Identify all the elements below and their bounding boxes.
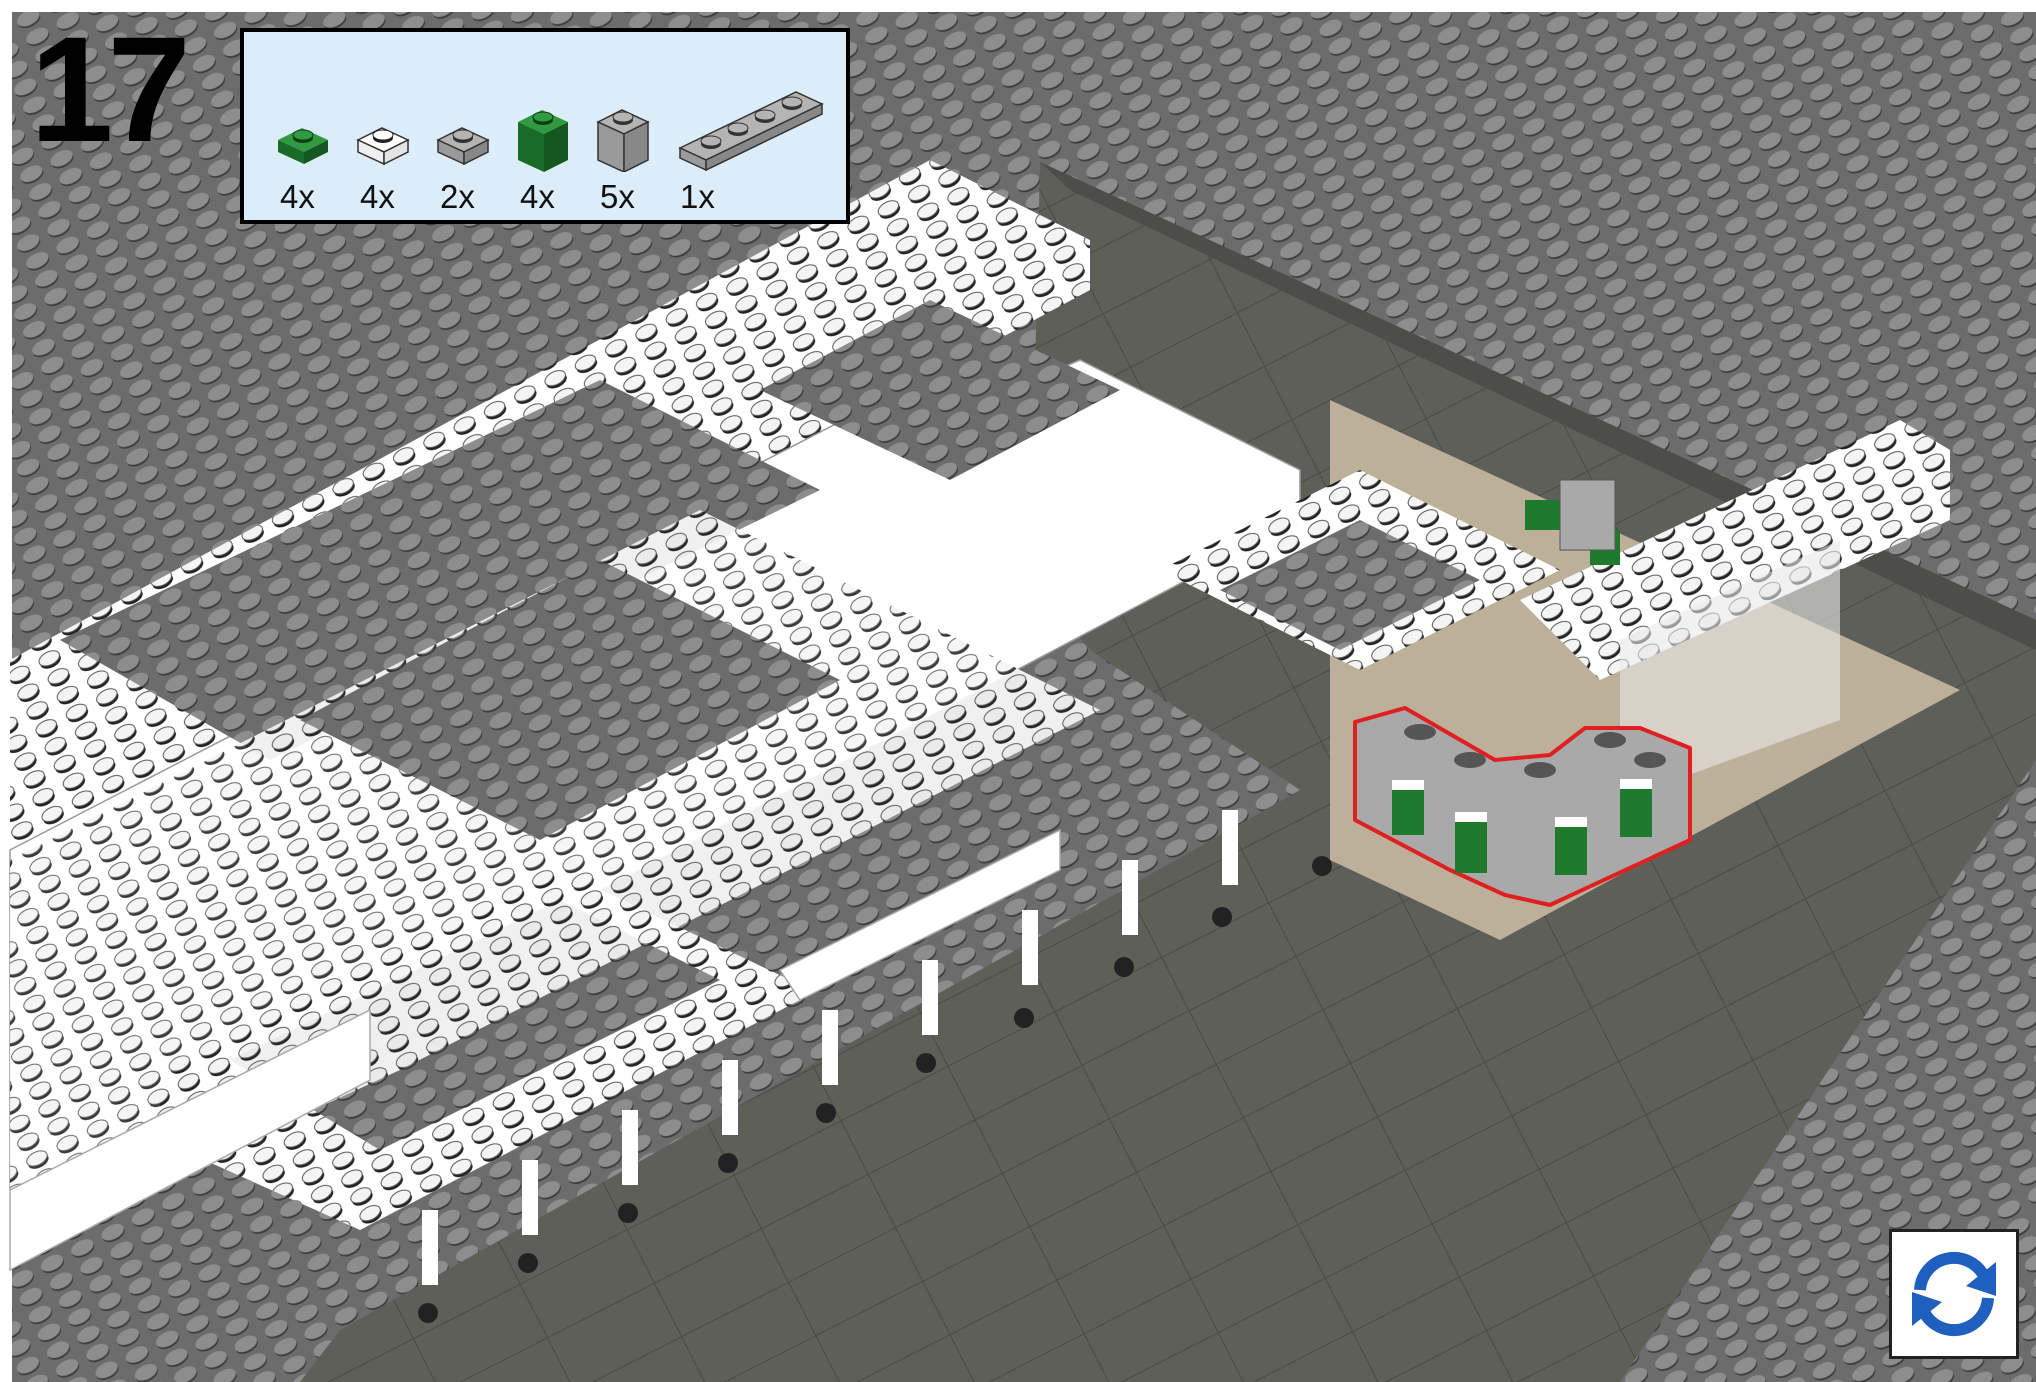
white-plate-1x1-icon [350, 52, 420, 172]
grey-plate-1x4-icon [670, 52, 830, 172]
part-quantity: 1x [680, 178, 715, 216]
parts-list-panel: 4x 4x 2x 4x [240, 28, 850, 224]
part-item: 1x [670, 52, 830, 222]
rotate-view-icon [1900, 1240, 2008, 1348]
green-brick-1x1-icon [510, 52, 580, 172]
part-item: 4x [350, 52, 430, 222]
rotate-view-button[interactable] [1889, 1229, 2019, 1359]
part-item: 4x [270, 52, 350, 222]
green-plate-1x1-icon [270, 52, 340, 172]
step-number: 17 [30, 14, 185, 164]
grey-plate-1x1-icon [430, 52, 500, 172]
part-quantity: 2x [440, 178, 475, 216]
part-item: 2x [430, 52, 510, 222]
grey-brick-1x1-icon [590, 52, 660, 172]
part-quantity: 5x [600, 178, 635, 216]
part-quantity: 4x [280, 178, 315, 216]
part-item: 5x [590, 52, 670, 222]
part-item: 4x [510, 52, 590, 222]
part-quantity: 4x [360, 178, 395, 216]
part-quantity: 4x [520, 178, 555, 216]
